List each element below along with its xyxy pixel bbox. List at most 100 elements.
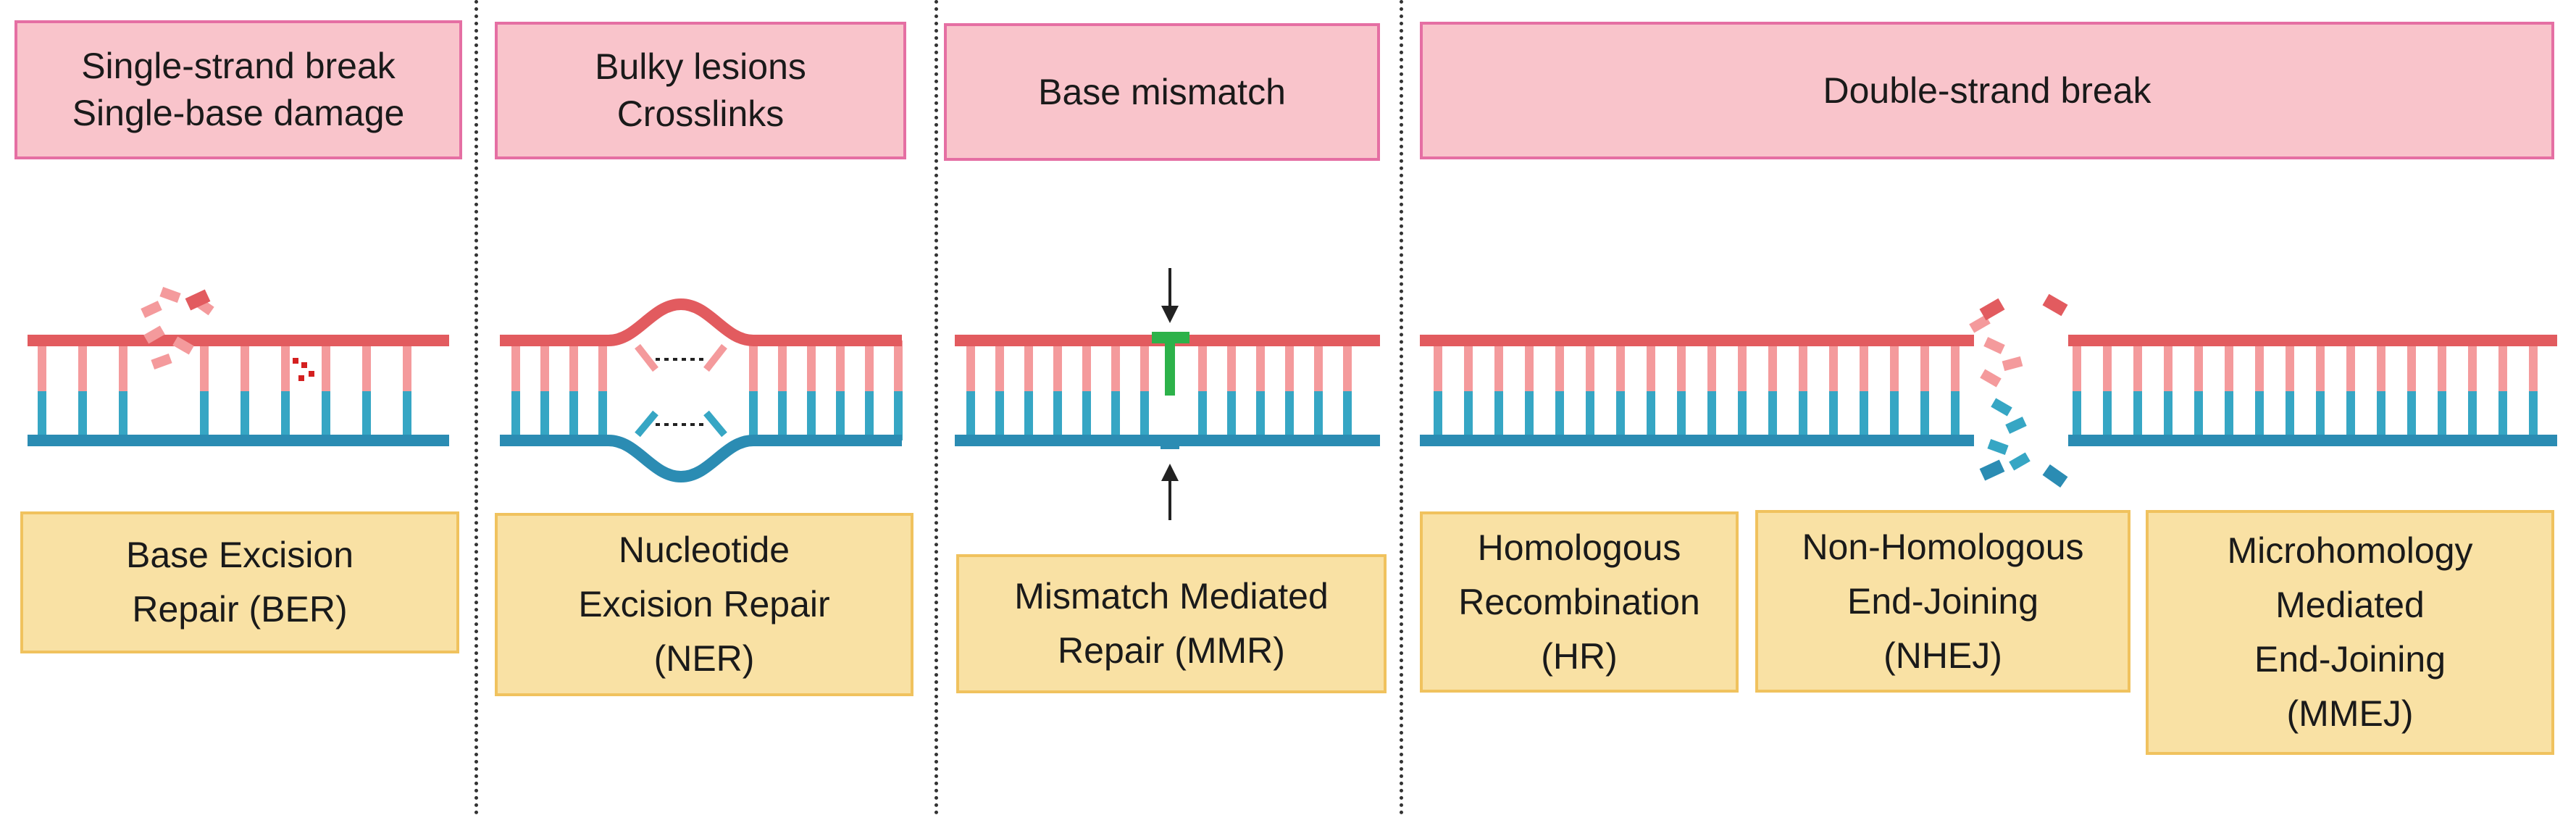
base-pair-top: [1951, 340, 1960, 391]
base-pair-bottom: [1082, 391, 1091, 440]
base-pair-top: [995, 340, 1004, 391]
base-pair-top: [2498, 340, 2507, 391]
base-pair-bottom: [1111, 391, 1120, 440]
damaged-base: [309, 371, 314, 377]
base-pair-bottom: [1920, 391, 1929, 440]
base-pair-bottom: [540, 391, 549, 440]
base-pair-bottom: [807, 391, 816, 440]
base-pair-bottom: [1434, 391, 1442, 440]
broken-fragment: [143, 325, 165, 344]
base-pair-top: [2407, 340, 2416, 391]
bottom-strand: [1420, 435, 1974, 446]
base-pair-top: [1285, 340, 1294, 391]
base-pair-top: [807, 340, 816, 391]
base-pair-bottom: [1677, 391, 1686, 440]
base-pair-bottom: [1555, 391, 1564, 440]
base-pair-bottom: [2073, 391, 2081, 440]
repair-line: Repair (MMR): [1058, 630, 1285, 671]
repair-line: Mismatch Mediated: [1014, 576, 1329, 617]
base-pair-top: [778, 340, 787, 391]
broken-fragment: [185, 289, 211, 311]
broken-fragment: [2009, 452, 2031, 471]
base-pair-top: [1227, 340, 1236, 391]
repair-line: End-Joining: [2254, 639, 2446, 680]
ner-dna-duplex: [500, 298, 903, 483]
repair-mmej: Microhomology Mediated End-Joining (MMEJ…: [2146, 510, 2554, 755]
repair-ner: Nucleotide Excision Repair (NER): [495, 513, 913, 696]
base-pair-bottom: [966, 391, 975, 440]
bubble-base-top: [635, 343, 658, 372]
base-pair-bottom: [1464, 391, 1473, 440]
base-pair-top: [322, 340, 330, 391]
base-pair-bottom: [865, 391, 874, 440]
base-pair-bottom: [1525, 391, 1534, 440]
top-strand: [500, 298, 902, 346]
damaged-base: [298, 375, 304, 381]
base-pair-bottom: [1024, 391, 1033, 440]
repair-nhej: Non-Homologous End-Joining (NHEJ): [1755, 510, 2130, 693]
base-pair-bottom: [2468, 391, 2477, 440]
base-pair-bottom: [569, 391, 578, 440]
base-pair-bottom: [2255, 391, 2264, 440]
bubble-base-top: [703, 343, 727, 372]
arrow-down-icon: [1161, 306, 1179, 323]
base-pair-top: [2133, 340, 2142, 391]
base-pair-bottom: [1951, 391, 1960, 440]
base-pair-top: [2468, 340, 2477, 391]
base-pair-bottom: [1314, 391, 1323, 440]
base-pair-top: [598, 340, 607, 391]
broken-fragment: [1980, 369, 2002, 388]
base-pair-bottom: [2164, 391, 2173, 440]
broken-fragment: [1969, 314, 1991, 333]
base-pair-bottom: [2225, 391, 2233, 440]
base-pair-bottom: [1860, 391, 1868, 440]
column-divider: [474, 0, 478, 815]
base-pair-top: [1111, 340, 1120, 391]
broken-fragment: [2042, 464, 2068, 488]
repair-line: Recombination: [1458, 581, 1700, 622]
broken-fragment: [1979, 459, 2005, 481]
base-pair-top: [2255, 340, 2264, 391]
base-pair-bottom: [1616, 391, 1625, 440]
base-pair-bottom: [995, 391, 1004, 440]
repair-line: Non-Homologous: [1802, 526, 2084, 567]
damage-type-line: Double-strand break: [1823, 70, 2151, 111]
column-divider: [934, 0, 938, 815]
base-pair-top: [1860, 340, 1868, 391]
base-pair-top: [2529, 340, 2538, 391]
repair-mmr: Mismatch Mediated Repair (MMR): [956, 554, 1387, 693]
bottom-strand: [28, 435, 449, 446]
base-pair-top: [894, 340, 903, 391]
base-pair-top: [1738, 340, 1747, 391]
base-pair-bottom: [1494, 391, 1503, 440]
damage-type-line: Single-strand break: [81, 46, 396, 86]
broken-fragment: [159, 286, 181, 304]
base-pair-top: [865, 340, 874, 391]
base-pair-bottom: [200, 391, 209, 440]
bubble-base-bottom: [635, 410, 658, 438]
base-pair-bottom: [1140, 391, 1149, 440]
base-pair-top: [511, 340, 520, 391]
ber-dna-duplex: [28, 286, 449, 446]
damage-type-ssb: Single-strand break Single-base damage: [14, 20, 462, 159]
base-pair-bottom: [749, 391, 758, 440]
base-pair-top: [403, 340, 411, 391]
damaged-base: [293, 358, 298, 364]
base-pair-top: [2438, 340, 2446, 391]
repair-line: Microhomology: [2227, 530, 2473, 571]
base-pair-bottom: [322, 391, 330, 440]
repair-line: Base Excision: [125, 535, 354, 575]
dsb-dna-duplex: [1420, 293, 2557, 488]
mismatched-base: [1165, 343, 1175, 396]
base-pair-top: [1494, 340, 1503, 391]
base-pair-top: [78, 340, 87, 391]
broken-fragment: [2002, 356, 2023, 372]
base-pair-bottom: [2377, 391, 2385, 440]
damage-type-line: Base mismatch: [1038, 71, 1286, 112]
mmr-dna-duplex: [955, 268, 1380, 520]
base-pair-bottom: [1053, 391, 1062, 440]
top-strand: [1420, 335, 1974, 346]
base-pair-top: [2346, 340, 2355, 391]
damage-type-mismatch: Base mismatch: [944, 23, 1380, 161]
base-pair-top: [2164, 340, 2173, 391]
